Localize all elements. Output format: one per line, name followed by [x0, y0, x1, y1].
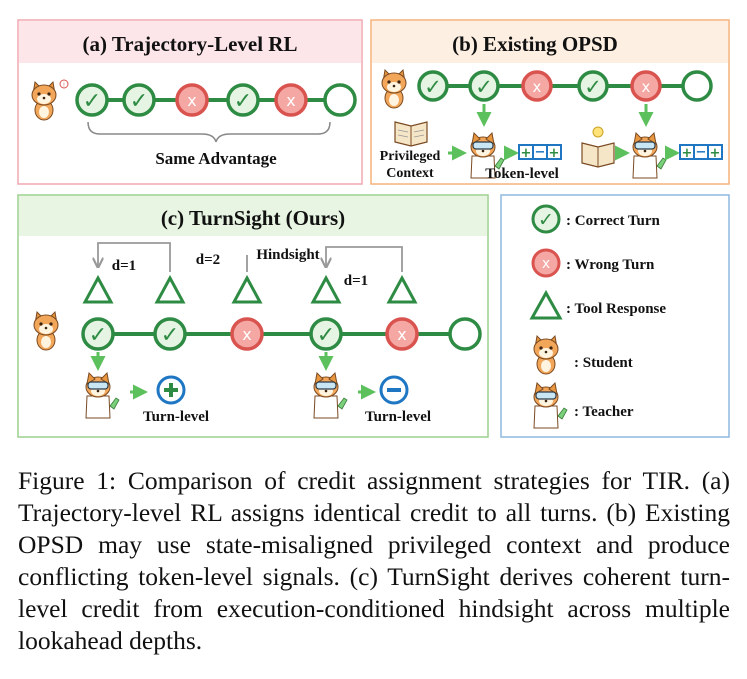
student-icon	[381, 69, 407, 109]
student-icon	[33, 311, 59, 351]
svg-text:x: x	[187, 91, 196, 110]
svg-text:✓: ✓	[83, 89, 101, 114]
panel-b: (b) Existing OPSD ✓ ✓ x ✓ x	[370, 19, 730, 185]
tool-response-triangle	[82, 274, 114, 304]
svg-text:−: −	[696, 145, 707, 160]
svg-text:+: +	[521, 146, 532, 161]
student-icon	[31, 81, 57, 121]
tool-response-triangle	[386, 274, 418, 304]
legend-wrong-icon: x	[531, 248, 561, 278]
panel-c-header	[19, 196, 487, 236]
svg-text:!: !	[63, 83, 65, 89]
panel-a: (a) Trajectory-Level RL ! ✓ ✓ x ✓ x Same…	[17, 19, 363, 185]
svg-text:x: x	[642, 78, 651, 96]
correct-node: ✓	[417, 70, 449, 102]
legend-student-icon	[533, 335, 559, 375]
svg-text:+: +	[549, 146, 560, 161]
panel-b-title: (b) Existing OPSD	[452, 32, 618, 56]
hindsight-bracket-left	[98, 242, 171, 272]
correct-node: ✓	[309, 317, 343, 351]
legend: ✓ : Correct Turn x : Wrong Turn : Tool R…	[500, 194, 730, 438]
tool-response-triangle	[154, 274, 186, 304]
panel-c: (c) TurnSight (Ours) d=1 d=2 Hindsight d…	[17, 194, 489, 438]
svg-text:−: −	[535, 145, 546, 160]
figure-caption: Figure 1: Comparison of credit assignmen…	[18, 465, 730, 657]
depth-label: d=1	[112, 258, 136, 274]
panel-a-header	[19, 21, 361, 63]
correct-node: ✓	[81, 317, 115, 351]
svg-text:✓: ✓	[475, 75, 493, 99]
hindsight-bracket-right	[326, 246, 403, 272]
tool-response-triangle	[310, 274, 342, 304]
svg-text:✓: ✓	[424, 75, 442, 99]
svg-text:+: +	[682, 146, 693, 161]
alert-icon	[59, 79, 69, 89]
svg-text:✓: ✓	[89, 323, 107, 348]
wrong-node: x	[385, 317, 419, 351]
tool-response-triangle	[231, 274, 263, 304]
panel-b-header	[372, 21, 728, 63]
legend-tool-icon	[529, 289, 563, 320]
hindsight-label: Hindsight	[256, 247, 319, 263]
wrong-node: x	[630, 70, 662, 102]
svg-text:+: +	[710, 146, 721, 161]
caption-text: Comparison of credit assignment strategi…	[18, 466, 730, 655]
panel-a-title: (a) Trajectory-Level RL	[83, 32, 298, 56]
final-node	[681, 70, 713, 102]
privileged-label: Privileged	[380, 149, 441, 164]
final-node	[448, 317, 482, 351]
wrong-node: x	[521, 70, 553, 102]
svg-text:✓: ✓	[538, 209, 554, 231]
svg-text:✓: ✓	[234, 89, 252, 114]
svg-text:✓: ✓	[317, 323, 335, 348]
svg-text:✓: ✓	[130, 89, 148, 114]
correct-node: ✓	[226, 83, 260, 117]
correct-node: ✓	[122, 83, 156, 117]
svg-text:x: x	[242, 325, 251, 344]
book-icon	[581, 126, 615, 168]
depth-label: d=2	[196, 252, 220, 268]
same-advantage-brace	[87, 121, 331, 143]
same-advantage-label: Same Advantage	[155, 149, 277, 168]
turn-level-label: Turn-level	[143, 409, 209, 425]
wrong-node: x	[274, 83, 308, 117]
token-level-label: Token-level	[485, 166, 559, 182]
context-label: Context	[386, 166, 434, 181]
negative-credit-icon	[379, 375, 409, 405]
legend-correct-icon: ✓	[531, 204, 561, 234]
legend-student-label: : Student	[574, 355, 633, 371]
panel-c-title: (c) TurnSight (Ours)	[161, 206, 345, 230]
legend-correct-label: : Correct Turn	[566, 213, 661, 229]
final-node	[323, 83, 357, 117]
svg-text:x: x	[286, 91, 295, 110]
svg-text:x: x	[397, 325, 406, 344]
legend-teacher-label: : Teacher	[574, 404, 634, 420]
correct-node: ✓	[153, 317, 187, 351]
wrong-node: x	[230, 317, 264, 351]
legend-tool-label: : Tool Response	[566, 301, 666, 317]
svg-text:x: x	[542, 256, 550, 272]
token-signal: + − +	[679, 144, 723, 161]
turn-level-label: Turn-level	[365, 409, 431, 425]
depth-label: d=1	[344, 273, 368, 289]
svg-text:✓: ✓	[584, 75, 602, 99]
token-signal: + − +	[518, 144, 562, 161]
svg-text:x: x	[533, 78, 542, 96]
correct-node: ✓	[577, 70, 609, 102]
correct-node: ✓	[75, 83, 109, 117]
legend-wrong-label: : Wrong Turn	[566, 257, 655, 273]
comparison-figure: (a) Trajectory-Level RL ! ✓ ✓ x ✓ x Same…	[17, 19, 730, 438]
book-icon	[394, 121, 428, 147]
positive-credit-icon	[156, 375, 186, 405]
caption-lead: Figure 1:	[18, 466, 117, 495]
correct-node: ✓	[468, 70, 500, 102]
svg-text:✓: ✓	[161, 323, 179, 348]
wrong-node: x	[175, 83, 209, 117]
